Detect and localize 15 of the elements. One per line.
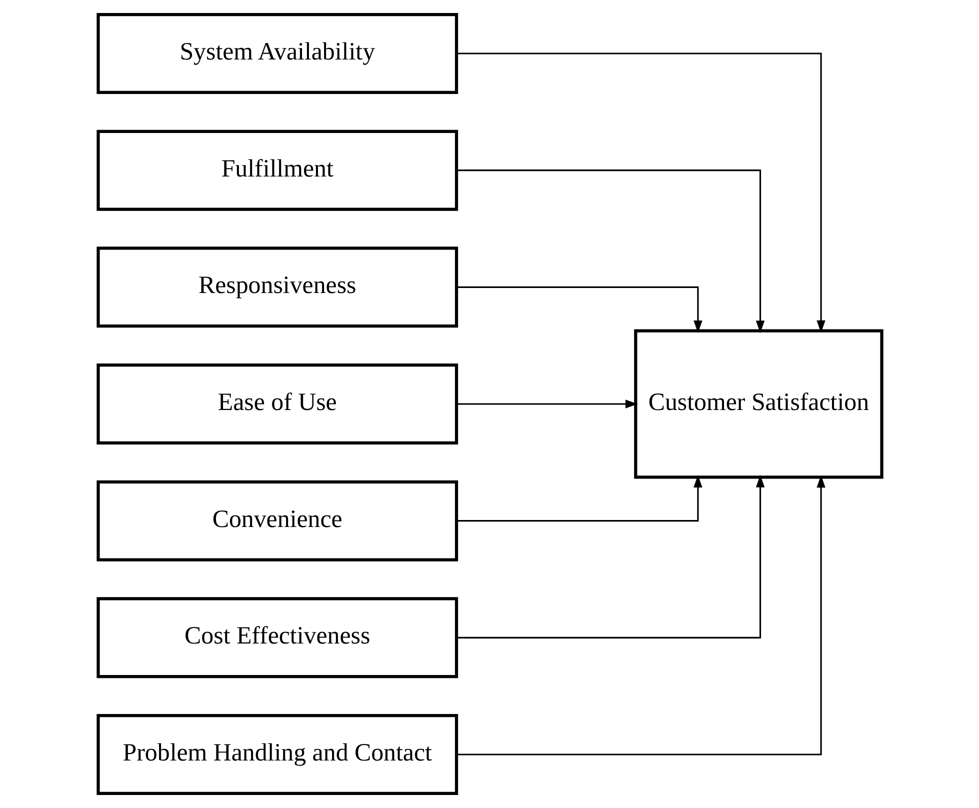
node-box: Customer Satisfaction [634,329,883,479]
node-box: Responsiveness [96,246,458,328]
node-box: Fulfillment [96,130,458,211]
node-box: Convenience [96,480,458,562]
arrow [456,170,764,334]
node-box: Ease of Use [96,364,458,444]
arrow [456,475,825,756]
node-box: System Availability [96,13,458,94]
node-box: Cost Effectiveness [96,597,458,678]
arrow [456,474,764,638]
arrow [456,400,638,408]
node-box: Problem Handling and Contact [96,714,458,795]
arrow [456,286,702,334]
arrow [456,52,825,333]
arrow [456,474,702,522]
